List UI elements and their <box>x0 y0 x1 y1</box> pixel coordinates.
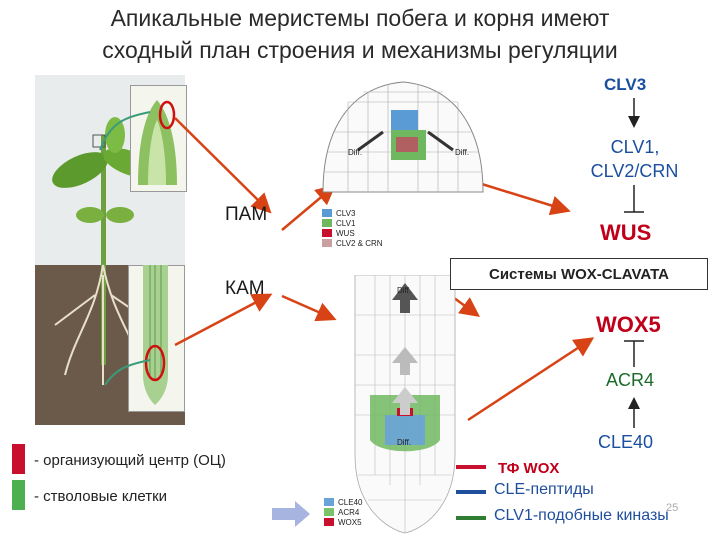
shoot-meristem-diagram <box>322 81 484 193</box>
clv3-zone <box>391 110 418 130</box>
root-apex-illustration <box>143 265 168 405</box>
shoot-legend: CLV3 CLV1 WUS CLV2 & CRN <box>322 208 383 248</box>
cle40-zone <box>385 415 425 445</box>
legend-wox-text: ТФ WOX <box>498 460 560 477</box>
legend-line-cle <box>456 490 486 494</box>
legend-clv3: CLV3 <box>336 208 356 218</box>
pam-circle-marker <box>158 100 176 130</box>
title-line-1: Апикальные меристемы побега и корня имею… <box>110 5 610 31</box>
shoot-diff-left: Diff. <box>348 148 363 157</box>
legend-oc-text: - организующий центр (ОЦ) <box>34 452 226 469</box>
legend-clv2-crn: CLV2 & CRN <box>336 238 383 248</box>
shoot-apex-illustration <box>138 100 177 185</box>
pathway-clv3: CLV3 <box>604 75 647 94</box>
pathway-clv1: CLV1, <box>610 137 660 157</box>
pam-label: ПАМ <box>225 204 268 225</box>
legend-wox5: WOX5 <box>338 517 362 527</box>
root-diff-top: Diff. <box>397 286 412 295</box>
pathway-cle40: CLE40 <box>598 432 654 452</box>
pathway-wus: WUS <box>600 220 652 245</box>
wus-zone <box>396 137 418 152</box>
kam-circle-marker <box>144 344 166 382</box>
root-legend: CLE40 ACR4 WOX5 <box>324 497 362 527</box>
kam-label: КАМ <box>225 278 265 299</box>
shoot-diff-right: Diff. <box>455 148 470 157</box>
legend-wus: WUS <box>336 228 355 238</box>
pathway-clv2-crn: CLV2/CRN <box>590 161 679 181</box>
legend-cle-text: CLE-пептиды <box>494 481 594 498</box>
page-number: 25 <box>666 502 679 514</box>
legend-cle40: CLE40 <box>338 497 363 507</box>
wox-clavata-box: Системы WOX-CLAVATA <box>450 258 708 290</box>
title-line-2: сходный план строения и механизмы регуля… <box>102 37 618 63</box>
wox-clavata-label: Системы WOX-CLAVATA <box>489 265 669 283</box>
legend-swatch-oc <box>12 444 25 474</box>
root-diff-mid: Diff. <box>397 438 412 447</box>
legend-stem-text: - стволовые клетки <box>34 488 168 505</box>
legend-line-wox <box>456 465 486 469</box>
legend-clv1: CLV1 <box>336 218 356 228</box>
pathway-acr4: ACR4 <box>606 370 655 390</box>
legend-clv1-text: CLV1-подобные киназы <box>494 507 669 524</box>
legend-acr4: ACR4 <box>338 507 360 517</box>
root-meristem-diagram <box>354 275 456 534</box>
pathway-wox5: WOX5 <box>596 312 661 337</box>
legend-swatch-stem <box>12 480 25 510</box>
legend-line-clv1 <box>456 516 486 520</box>
